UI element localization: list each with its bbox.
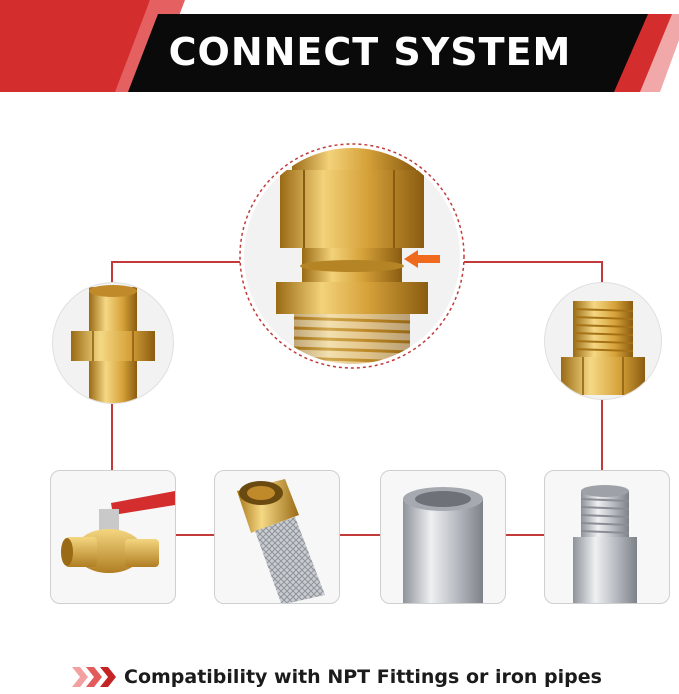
left-fitting-image [52,282,174,404]
right-fitting-image [544,282,662,400]
chevrons-right-icon [72,667,116,687]
footer-text: Compatibility with NPT Fittings or iron … [124,666,602,688]
ball-valve-image [61,491,175,573]
card-ball-valve [50,470,176,604]
flex-hose-image [237,479,325,603]
banner-title: CONNECT SYSTEM [168,30,572,74]
card-female-pipe [380,470,506,604]
center-fitting-image [244,148,460,364]
female-pipe-image [403,487,483,603]
banner [0,0,679,92]
footer: Compatibility with NPT Fittings or iron … [72,660,602,694]
arrow-left-icon [404,250,440,268]
card-flex-hose [214,470,340,604]
male-pipe-image [573,485,637,603]
card-male-pipe [544,470,670,604]
